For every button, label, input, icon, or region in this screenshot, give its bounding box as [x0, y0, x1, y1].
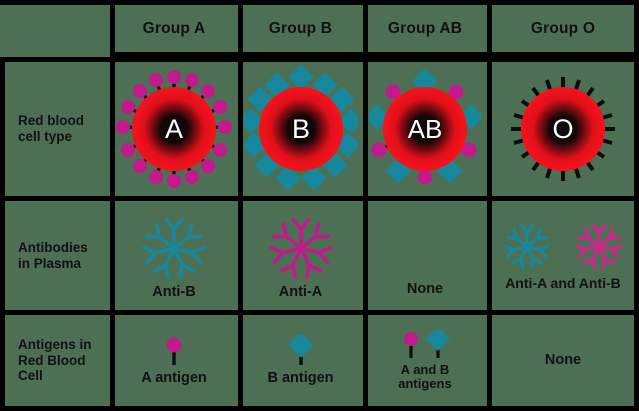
grid-line-top [0, 0, 639, 5]
column-header-group-o: Group O [492, 5, 634, 52]
grid-line-bottom [0, 406, 639, 411]
antigen-cell-group-o: None [492, 315, 634, 406]
grid-line-col2 [238, 0, 243, 411]
red-blood-cell-b-illustration: B [243, 64, 358, 191]
rbc-cell-group-ab: AB [368, 62, 482, 196]
anti-a-antibody-cluster [268, 217, 333, 279]
grid-line-row2-bottom [0, 310, 639, 315]
column-header-label: Group B [268, 19, 333, 37]
rbc-cell-group-o: O [492, 62, 634, 196]
antibody-caption: None [406, 281, 444, 298]
row-label-text: Antigens in Red Blood Cell [18, 336, 92, 384]
row-label-antigens-in-red-blood-cell: Antigens in Red Blood Cell [5, 315, 110, 406]
antibody-cell-group-a: Anti-B [115, 201, 233, 310]
antibody-caption: Anti-A [278, 283, 323, 300]
a-antigen-marker [404, 331, 418, 358]
antigen-caption: A antigen [141, 369, 207, 386]
antigen-caption: A and B antigens [398, 361, 452, 391]
column-header-label: Group O [530, 19, 596, 37]
antibody-cell-group-ab: None [368, 201, 482, 310]
row-label-text: Antibodies in Plasma [18, 239, 88, 271]
column-header-label: Group A [142, 19, 206, 37]
antigen-cell-group-a: A antigen [115, 315, 233, 406]
column-header-label: Group AB [387, 19, 463, 37]
column-header-group-ab: Group AB [368, 5, 482, 52]
column-header-group-a: Group A [115, 5, 233, 52]
grid-line-header-bottom [110, 52, 639, 57]
row-label-antibodies-in-plasma: Antibodies in Plasma [5, 201, 110, 310]
anti-a-antibody-cluster [503, 224, 551, 270]
antigen-cell-group-b: B antigen [243, 315, 358, 406]
grid-line-col4 [487, 0, 492, 411]
grid-line-left [0, 57, 5, 411]
antigen-cell-group-ab: A and B antigens [368, 315, 482, 406]
blood-group-letter: B [291, 114, 309, 144]
red-blood-cell-ab-illustration: AB [369, 68, 481, 185]
row-label-red-blood-cell-type: Red blood cell type [5, 62, 110, 196]
b-antigen-marker [425, 329, 451, 358]
column-header-group-b: Group B [243, 5, 358, 52]
a-antigen-marker [166, 337, 182, 365]
grid-line-col1 [110, 0, 115, 411]
antibody-caption: Anti-A and Anti-B [505, 275, 621, 292]
anti-b-antibody-cluster [142, 217, 206, 279]
antibody-caption: Anti-B [152, 283, 196, 300]
grid-line-row1-bottom [0, 196, 639, 201]
b-antigen-marker [287, 334, 314, 365]
blood-group-letter: O [552, 114, 573, 144]
grid-line-right [634, 0, 639, 411]
blood-group-letter: A [165, 114, 183, 144]
rbc-cell-group-a: A [115, 62, 233, 196]
red-blood-cell-o-illustration: O [511, 77, 615, 181]
grid-line-row1-top [0, 57, 639, 62]
row-label-text: Red blood cell type [18, 113, 84, 144]
red-blood-cell-a-illustration: A [116, 70, 232, 188]
rbc-cell-group-b: B [243, 62, 358, 196]
grid-line-col3 [363, 0, 368, 411]
antibody-cell-group-o: Anti-A and Anti-B [492, 201, 634, 310]
blood-group-letter: AB [408, 114, 443, 144]
anti-b-antibody-cluster [575, 224, 623, 270]
antigen-caption: B antigen [267, 369, 334, 386]
antibody-cell-group-b: Anti-A [243, 201, 358, 310]
antigen-caption: None [544, 351, 582, 368]
